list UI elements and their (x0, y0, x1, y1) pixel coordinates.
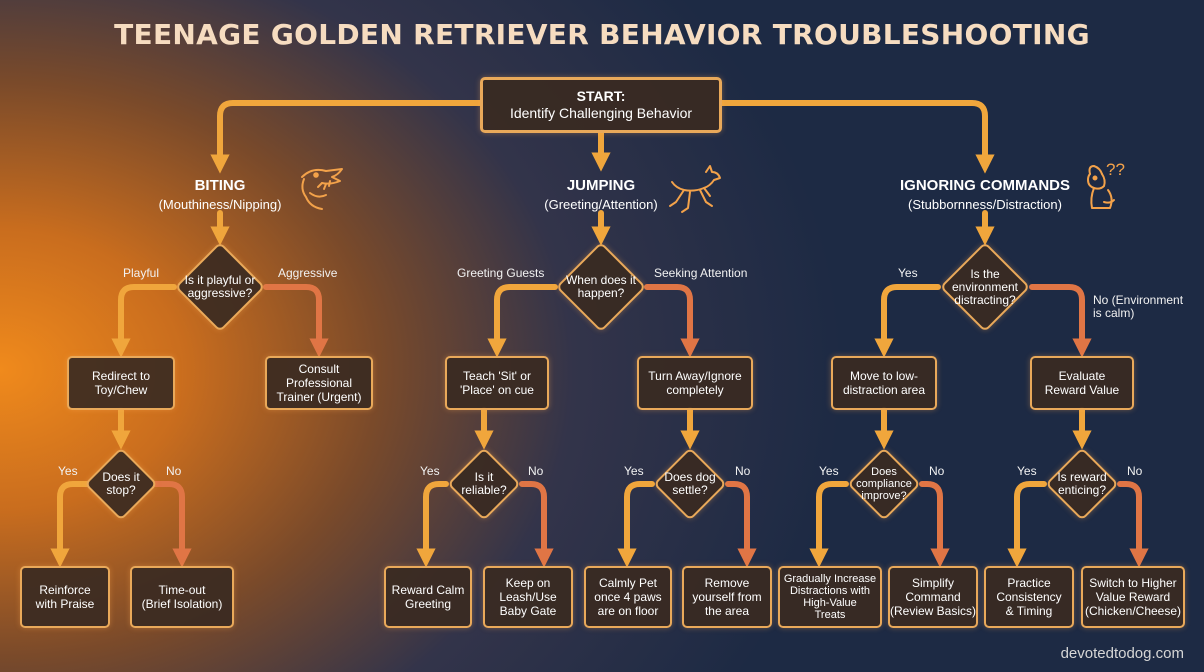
jumping-settle-text: Does dog settle? (664, 470, 716, 497)
ignoring-reward-text: Is reward enticing? (1057, 470, 1107, 497)
practice-consistency-box: Practice Consistency & Timing (984, 566, 1074, 628)
keep-leash-box: Keep on Leash/Use Baby Gate (483, 566, 573, 628)
calmly-pet-box: Calmly Pet once 4 paws are on floor (584, 566, 672, 628)
remove-yourself-box: Remove yourself from the area (682, 566, 772, 628)
jumping-question-text: When does it happen? (565, 273, 637, 300)
confused-dog-icon: ?? (1080, 160, 1136, 216)
biting-stop-text: Does it stop? (102, 470, 140, 497)
reward-calm-box: Reward Calm Greeting (384, 566, 472, 628)
ignoring-question-diamond: Is the environment distracting? (938, 241, 1032, 333)
teach-sit-box: Teach 'Sit' or 'Place' on cue (445, 356, 549, 410)
ignoring-compliance-yes-label: Yes (819, 464, 839, 478)
start-box: START: Identify Challenging Behavior (480, 77, 722, 133)
question-marks: ?? (1106, 160, 1125, 179)
jumping-reliable-yes-label: Yes (420, 464, 440, 478)
ignoring-reward-yes-label: Yes (1017, 464, 1037, 478)
ignoring-reward-no-label: No (1127, 464, 1143, 478)
ignoring-no-label: No (Environment is calm) (1093, 293, 1184, 320)
consult-trainer-box: Consult Professional Trainer (Urgent) (265, 356, 373, 410)
category-jumping: JUMPING (Greeting/Attention) (521, 177, 681, 212)
biting-stop-diamond: Does it stop? (84, 446, 158, 522)
category-ignoring-title: IGNORING COMMANDS (900, 177, 1070, 194)
start-heading: START: (576, 88, 626, 104)
jumping-reliable-diamond: Is it reliable? (446, 446, 522, 522)
category-jumping-subtitle: (Greeting/Attention) (544, 197, 658, 212)
biting-question-diamond: Is it playful or aggressive? (174, 241, 266, 333)
category-biting-subtitle: (Mouthiness/Nipping) (158, 197, 282, 212)
biting-question-text: Is it playful or aggressive? (184, 273, 256, 300)
jumping-settle-yes-label: Yes (624, 464, 644, 478)
redirect-toy-box: Redirect to Toy/Chew (67, 356, 175, 410)
jumping-dog-icon (669, 165, 721, 213)
jumping-question-diamond: When does it happen? (555, 241, 647, 333)
biting-aggressive-label: Aggressive (278, 266, 338, 280)
category-ignoring-subtitle: (Stubbornness/Distraction) (908, 197, 1062, 212)
jumping-greeting-label: Greeting Guests (457, 266, 545, 280)
ignoring-yes-label: Yes (898, 266, 918, 280)
biting-playful-label: Playful (123, 266, 160, 280)
ignoring-compliance-text: Does compliance improve? (856, 466, 912, 502)
jumping-reliable-text: Is it reliable? (461, 470, 507, 497)
jumping-settle-diamond: Does dog settle? (652, 446, 728, 522)
ignoring-reward-diamond: Is reward enticing? (1044, 446, 1120, 522)
switch-reward-box: Switch to Higher Value Reward (Chicken/C… (1081, 566, 1185, 628)
category-biting: BITING (Mouthiness/Nipping) (140, 177, 300, 212)
biting-yes-label: Yes (58, 464, 78, 478)
ignoring-compliance-diamond: Does compliance improve? (846, 446, 922, 522)
page-title: TEENAGE GOLDEN RETRIEVER BEHAVIOR TROUBL… (114, 18, 1090, 51)
category-biting-title: BITING (194, 177, 246, 194)
time-out-box: Time-out (Brief Isolation) (130, 566, 234, 628)
category-jumping-title: JUMPING (566, 177, 636, 194)
jumping-reliable-no-label: No (528, 464, 544, 478)
biting-no-label: No (166, 464, 182, 478)
gradually-increase-box: Gradually Increase Distractions with Hig… (778, 566, 882, 628)
reinforce-praise-box: Reinforce with Praise (20, 566, 110, 628)
simplify-command-box: Simplify Command (Review Basics) (888, 566, 978, 628)
ignoring-question-text: Is the environment distracting? (951, 266, 1019, 307)
turn-away-box: Turn Away/Ignore completely (637, 356, 753, 410)
watermark: devotedtodog.com (1060, 645, 1184, 662)
evaluate-reward-box: Evaluate Reward Value (1030, 356, 1134, 410)
move-low-distraction-box: Move to low- distraction area (831, 356, 937, 410)
jumping-settle-no-label: No (735, 464, 751, 478)
jumping-attention-label: Seeking Attention (654, 266, 748, 280)
category-ignoring: IGNORING COMMANDS (Stubbornness/Distract… (885, 177, 1085, 212)
start-text: Identify Challenging Behavior (509, 105, 693, 121)
snarling-dog-icon (301, 168, 343, 210)
ignoring-compliance-no-label: No (929, 464, 945, 478)
